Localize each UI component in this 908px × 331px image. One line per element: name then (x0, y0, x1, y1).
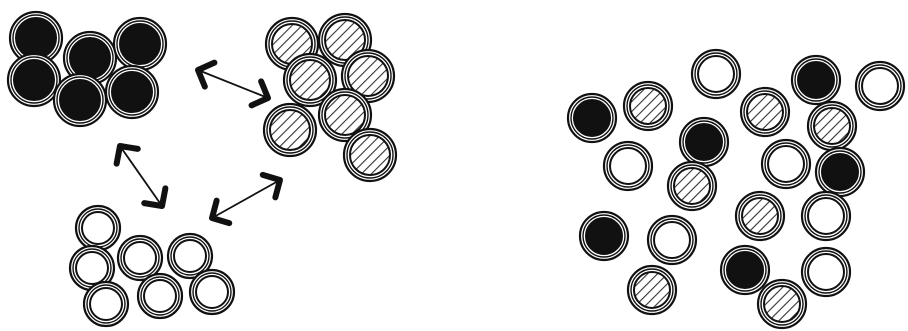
solid-particle (580, 212, 628, 260)
open-particle (76, 206, 120, 250)
open-particle (856, 62, 904, 110)
hatched-particle (758, 280, 806, 328)
hatched-particle (741, 88, 789, 136)
mixed-panel (568, 50, 904, 328)
solid-particle (114, 18, 166, 70)
open-particle (762, 140, 810, 188)
open-particle (802, 192, 850, 240)
solid-particle (680, 118, 728, 166)
open-particle (190, 270, 234, 314)
solid-open-connector (117, 146, 166, 206)
hatched-particle (668, 162, 716, 210)
open-particle (604, 142, 652, 190)
hatched-particle (808, 102, 856, 150)
open-particle (84, 282, 128, 326)
solid-particle (568, 94, 616, 142)
hatched-particle (624, 82, 672, 130)
solid-cluster (8, 12, 166, 126)
hatched-particle (736, 192, 784, 240)
open-particle (138, 274, 182, 318)
open-cluster (70, 206, 234, 326)
solid-particle (8, 54, 60, 106)
open-particle (692, 50, 740, 98)
arrowhead-icon (263, 175, 280, 198)
solid-particle (106, 66, 158, 118)
hatched-particle (344, 129, 396, 181)
open-hatched-connector (212, 175, 280, 223)
solid-particle (54, 74, 106, 126)
solid-particle (721, 246, 769, 294)
segregated-panel (8, 12, 396, 326)
solid-particle (792, 56, 840, 104)
open-particle (802, 248, 850, 296)
solid-hatched-connector (198, 63, 268, 106)
hatched-particle (264, 104, 316, 156)
hatched-particle (628, 266, 676, 314)
open-particle (648, 216, 696, 264)
solid-particle (816, 148, 864, 196)
arrowhead-icon (212, 201, 229, 224)
hatched-cluster (264, 14, 396, 181)
